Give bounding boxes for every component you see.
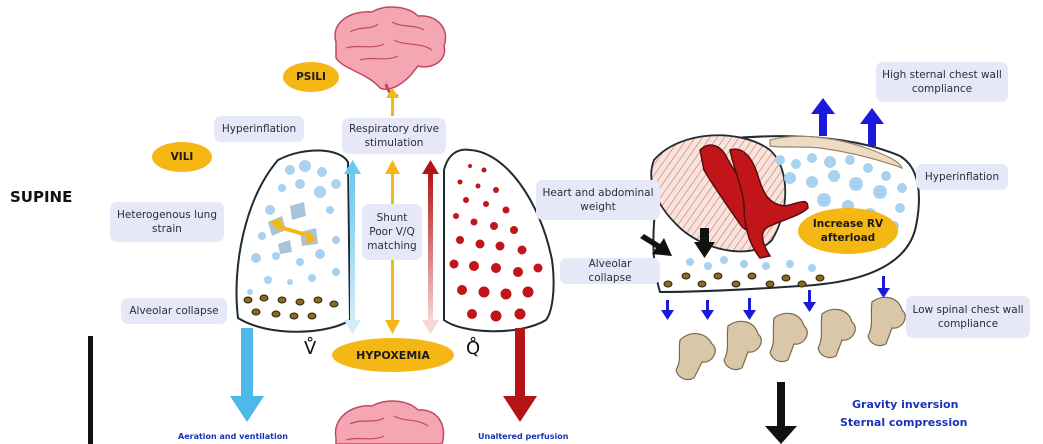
perfusion-symbol: Q̊: [466, 338, 481, 359]
hypoxemia-badge: HYPOXEMIA: [332, 338, 454, 372]
prone-thorax: [650, 134, 920, 294]
perfused-lung-right: [443, 148, 555, 333]
rv-afterload-badge: Increase RV afterload: [798, 208, 898, 254]
sternum: [769, 135, 903, 169]
brain-bottom-icon: [334, 400, 445, 444]
vili-badge: VILI: [152, 142, 212, 172]
sternal-caption: Sternal compression: [840, 416, 968, 429]
gravity-caption: Gravity inversion: [852, 398, 959, 411]
perfusion-arrow-red: [422, 160, 439, 334]
timeline-bar: [88, 336, 93, 444]
label-low-spinal: Low spinal chest wall compliance: [906, 296, 1030, 338]
weight-arrows: [640, 228, 715, 258]
ventilation-symbol: V̊: [304, 338, 317, 359]
label-hyperinflation-left: Hyperinflation: [214, 116, 304, 142]
label-alveolar-collapse-left: Alveolar collapse: [121, 298, 227, 324]
vertebrae: [675, 296, 906, 381]
ventilated-lung-left: [235, 149, 352, 333]
spinal-down-arrows: [661, 276, 890, 320]
gravity-down-arrow: [765, 382, 797, 444]
position-label: SUPINE: [10, 188, 73, 206]
aeration-down-arrow: [230, 328, 264, 422]
brain-top-icon: [334, 6, 447, 98]
arrow-to-brain-yellow: [386, 88, 399, 116]
label-respiratory-drive: Respiratory drive stimulation: [342, 118, 446, 154]
label-shunt: Shunt Poor V/Q matching: [362, 204, 422, 260]
aeration-caption: Aeration and ventilation: [178, 432, 288, 441]
label-alveolar-collapse-right: Alveolar collapse: [560, 258, 660, 284]
collapsed-alveoli-right: [663, 272, 825, 288]
sternal-up-arrows: [811, 98, 884, 146]
psili-badge: PSILI: [283, 62, 339, 92]
perfusion-down-arrow: [503, 328, 537, 422]
label-heterogenous-strain: Heterogenous lung strain: [110, 202, 224, 242]
ventilation-arrow-up-blue: [344, 160, 361, 334]
label-hyperinflation-right: Hyperinflation: [916, 164, 1008, 190]
collapsed-alveoli-left: [243, 294, 339, 320]
label-high-sternal: High sternal chest wall compliance: [876, 62, 1008, 102]
perfusion-caption: Unaltered perfusion: [478, 432, 569, 441]
label-heart-weight: Heart and abdominal weight: [536, 180, 660, 220]
